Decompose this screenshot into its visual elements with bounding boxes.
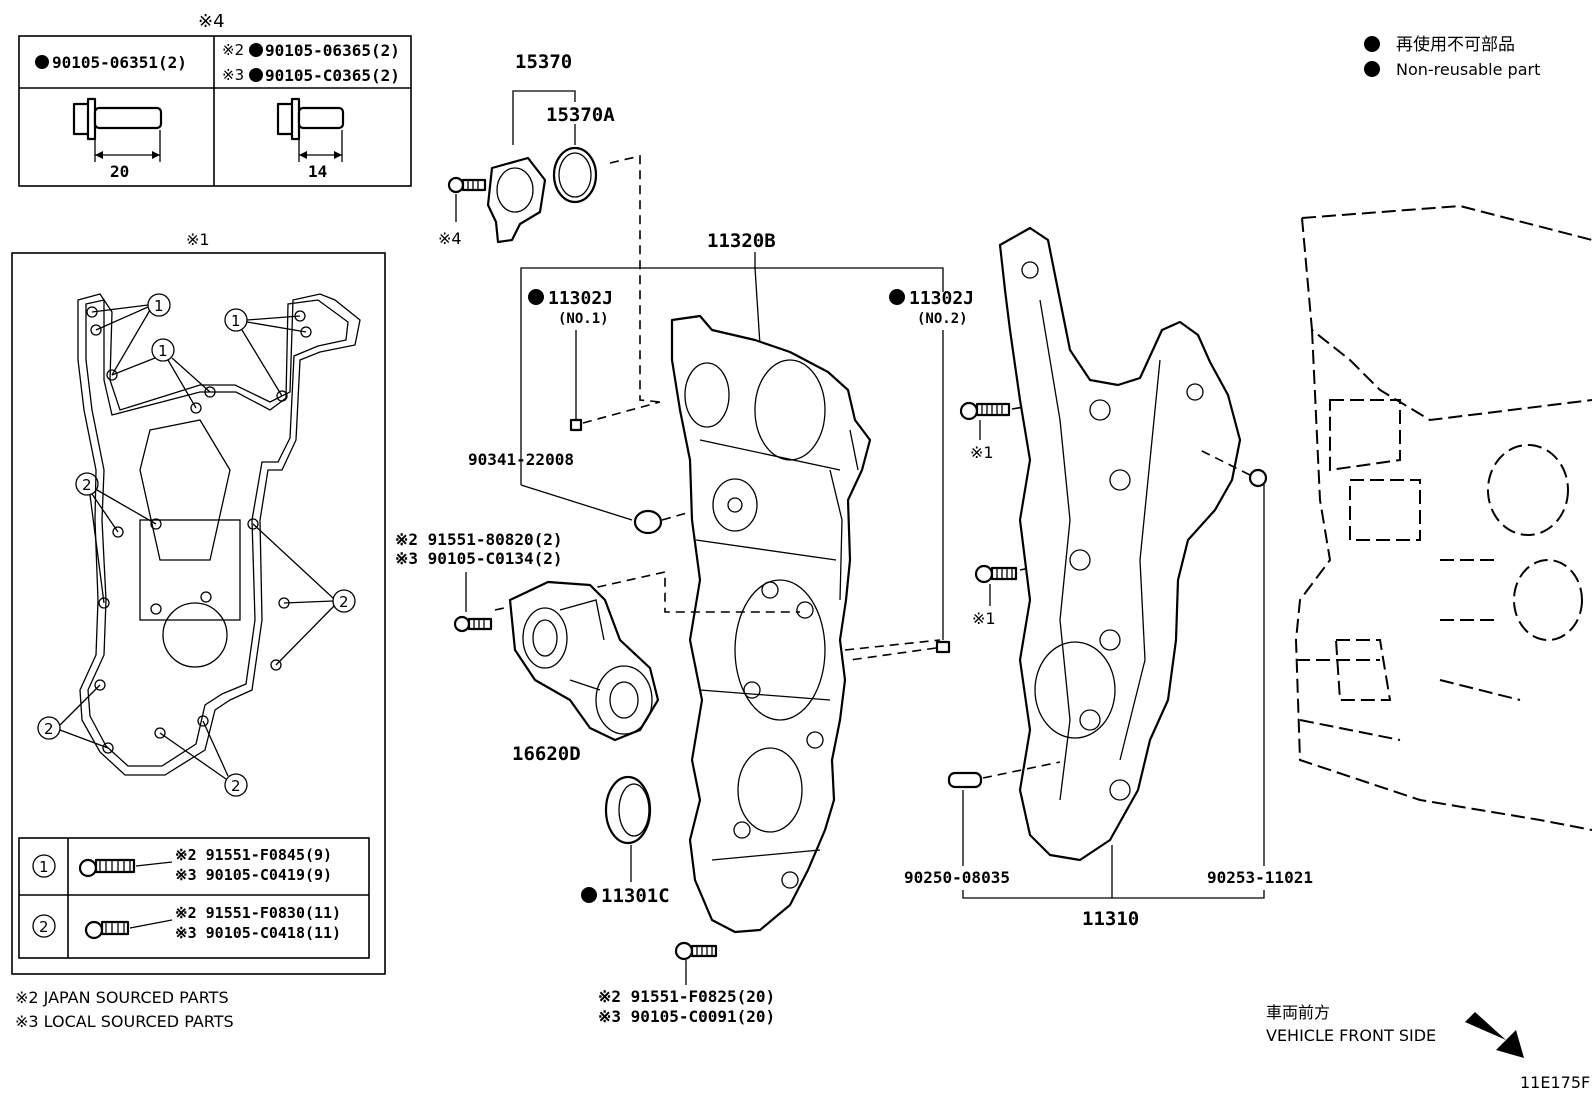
box4-frame (18, 35, 412, 187)
bolt-b-group: ※2 91551-F0825(20) ※3 90105-C0091(20) (598, 941, 775, 1026)
legend-en: Non-reusable part (1396, 60, 1540, 79)
non-reusable-dot-icon (581, 887, 597, 903)
bolt-icon (959, 401, 1011, 421)
front-arrow-icon (1465, 1012, 1524, 1058)
non-reusable-dot-icon (1364, 61, 1380, 77)
label-15370: 15370 (515, 51, 572, 73)
part-11310-group: 90250-08035 90253-11021 11310 (904, 226, 1313, 930)
bolt-icon (78, 858, 173, 878)
gasket-outline (77, 293, 361, 776)
non-reusable-dot-icon (889, 289, 905, 305)
part-16620d-group: ※2 91551-80820(2) ※3 90105-C0134(2) 1662… (395, 530, 800, 765)
label-front-en: VEHICLE FRONT SIDE (1266, 1026, 1436, 1045)
oil-seal (604, 775, 652, 845)
label-90250: 90250-08035 (904, 868, 1010, 887)
callout-2-group: 2 2 2 2 (37, 472, 356, 797)
label-15370a: 15370A (546, 104, 615, 126)
part-11301c-group: 11301C (581, 775, 670, 907)
label-no2: (NO.2) (917, 311, 968, 327)
callout-1: 1 (231, 312, 241, 330)
box4-ref3: ※3 (222, 66, 244, 84)
o-ring (552, 146, 598, 204)
label-11302j-1: 11302J (548, 288, 613, 309)
dowel-pin (935, 640, 951, 654)
timing-chain-cover (670, 314, 872, 934)
callout-1: 1 (154, 297, 164, 315)
label-bolt-b-1: ※2 91551-F0825(20) (598, 987, 775, 1006)
callout-1-group: 1 1 1 (91, 293, 307, 409)
bolt-table (18, 837, 370, 959)
bolt-icon (447, 176, 487, 194)
legend: 再使用不可部品 Non-reusable part (1364, 34, 1540, 79)
box4-dim-right: 14 (308, 162, 327, 181)
bolt-icon (276, 97, 345, 162)
plug (633, 509, 663, 535)
callout-2: 2 (339, 593, 349, 611)
label-16620d: 16620D (512, 743, 581, 765)
table-marker-1: 1 (39, 858, 49, 876)
box4-left-part: 90105-06351(2) (52, 53, 187, 72)
engine-block (1294, 204, 1592, 831)
box4-dim-left: 20 (110, 162, 129, 181)
table-marker-2: 2 (39, 918, 49, 936)
table-row2-line2: ※3 90105-C0418(11) (175, 924, 341, 942)
box1-title: ※1 (186, 230, 210, 249)
pipe-pin (947, 771, 983, 789)
ref1-bolts: ※1 ※1 (959, 399, 1069, 628)
vehicle-front-indicator: 車両前方 VEHICLE FRONT SIDE (1266, 1003, 1524, 1058)
label-bolt-a-1: ※2 91551-80820(2) (395, 530, 563, 549)
box1-frame (11, 252, 386, 975)
inner-timing-cover (998, 226, 1242, 862)
part-11320b-group: 11320B 11302J (NO.1) 11302J (NO.2) 90341… (468, 230, 974, 934)
bolt-icon (84, 919, 173, 940)
label-11301c: 11301C (601, 885, 670, 907)
non-reusable-dot-icon (35, 55, 49, 69)
label-bolt-a-2: ※3 90105-C0134(2) (395, 549, 563, 568)
chain-tensioner (508, 580, 660, 742)
bolt-holes (86, 306, 312, 754)
label-bolt-b-2: ※3 90105-C0091(20) (598, 1007, 775, 1026)
label-front-jp: 車両前方 (1266, 1003, 1330, 1022)
box-ref-4: ※4 90105-06351(2) ※2 90105-06365(2) ※3 9… (18, 11, 412, 187)
table-row1-line1: ※2 91551-F0845(9) (175, 846, 332, 864)
callout-2: 2 (82, 476, 92, 494)
table-row1-line2: ※3 90105-C0419(9) (175, 866, 332, 884)
part-15370-group: 15370 15370A ※4 (438, 51, 661, 403)
non-reusable-dot-icon (249, 68, 263, 82)
bolt-icon (72, 97, 163, 162)
callout-2: 2 (231, 777, 241, 795)
non-reusable-dot-icon (249, 43, 263, 57)
callout-1: 1 (158, 342, 168, 360)
bolt-icon (453, 615, 493, 633)
non-reusable-dot-icon (1364, 36, 1380, 52)
box4-ref2: ※2 (222, 41, 244, 59)
legend-jp: 再使用不可部品 (1396, 34, 1515, 55)
box4-right-part-2: 90105-C0365(2) (265, 66, 400, 85)
gasket-inner (85, 299, 349, 767)
water-inlet-housing (486, 156, 547, 244)
label-11310: 11310 (1082, 908, 1139, 930)
stud-pin (1248, 468, 1268, 488)
label-90253: 90253-11021 (1207, 868, 1313, 887)
figure-code: 11E175F (1520, 1073, 1590, 1092)
bolt-icon (674, 941, 718, 961)
table-row2-line1: ※2 91551-F0830(11) (175, 904, 341, 922)
note-local-sourced: ※3 LOCAL SOURCED PARTS (15, 1012, 234, 1031)
box4-right-part-1: 90105-06365(2) (265, 41, 400, 60)
label-ref1b: ※1 (972, 609, 996, 628)
non-reusable-dot-icon (528, 289, 544, 305)
label-no1: (NO.1) (558, 311, 609, 327)
label-11320b: 11320B (707, 230, 776, 252)
label-11302j-2: 11302J (909, 288, 974, 309)
label-ref1a: ※1 (970, 443, 994, 462)
note-japan-sourced: ※2 JAPAN SOURCED PARTS (15, 988, 229, 1007)
label-ref4: ※4 (438, 229, 462, 248)
callout-2: 2 (44, 720, 54, 738)
bolt-icon (974, 564, 1018, 584)
dowel-pin (569, 418, 583, 432)
box-ref-1: ※1 1 1 1 (11, 230, 386, 975)
box4-title: ※4 (198, 11, 225, 32)
